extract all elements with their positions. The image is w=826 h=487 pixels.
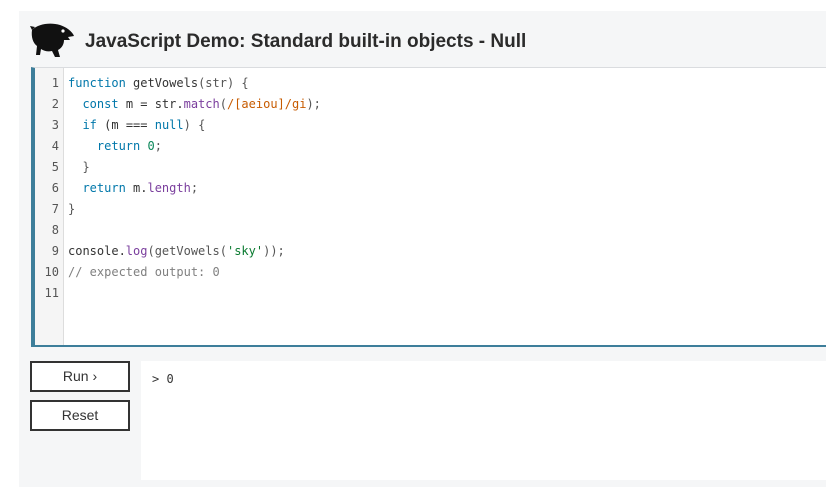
code-token: );: [306, 97, 321, 111]
code-token: (: [219, 97, 227, 111]
code-token: m.: [133, 181, 148, 195]
code-token: return: [82, 181, 134, 195]
line-number-gutter: 1 2 3 4 5 6 7 8 9 10 11: [35, 68, 64, 345]
code-token: log: [125, 244, 148, 258]
code-token: ));: [263, 244, 285, 258]
demo-frame: JavaScript Demo: Standard built-in objec…: [19, 11, 826, 487]
line-number: 9: [51, 244, 59, 258]
code-token: [68, 118, 82, 132]
code-token: m = str.: [125, 97, 184, 111]
code-line: function getVowels(str) {: [68, 73, 249, 94]
code-token: ;: [190, 181, 199, 195]
line-number: 11: [44, 286, 59, 300]
console-output: > 0: [141, 361, 826, 480]
code-token: (m ===: [104, 118, 155, 132]
line-number: 2: [51, 97, 59, 111]
code-token: ) {: [183, 118, 206, 132]
code-line: }: [68, 157, 90, 178]
code-line: const m = str.match(/[aeiou]/gi);: [68, 94, 321, 115]
code-token: return: [96, 139, 148, 153]
code-token: [68, 97, 82, 111]
code-token: getVowels: [133, 76, 199, 90]
code-token: /[aeiou]/gi: [226, 97, 307, 111]
code-area[interactable]: function getVowels(str) { const m = str.…: [68, 68, 826, 345]
code-token: const: [82, 97, 126, 111]
code-token: if: [82, 118, 105, 132]
code-line: }: [68, 199, 75, 220]
code-token: [68, 181, 82, 195]
code-token: (str) {: [198, 76, 249, 90]
code-line: if (m === null) {: [68, 115, 205, 136]
page-title: JavaScript Demo: Standard built-in objec…: [85, 31, 527, 52]
code-token: null: [154, 118, 184, 132]
line-number: 10: [44, 265, 59, 279]
code-token: 0: [147, 139, 155, 153]
line-number: 6: [51, 181, 59, 195]
line-number: 1: [51, 76, 59, 90]
code-token: }: [68, 160, 90, 174]
code-line: return m.length;: [68, 178, 198, 199]
demo-header: JavaScript Demo: Standard built-in objec…: [19, 11, 826, 66]
line-number: 8: [51, 223, 59, 237]
line-number: 7: [51, 202, 59, 216]
line-number: 4: [51, 139, 59, 153]
code-token: [68, 139, 97, 153]
code-token: 'sky': [226, 244, 264, 258]
code-token: // expected output: 0: [68, 265, 220, 279]
code-token: (getVowels(: [147, 244, 227, 258]
code-editor[interactable]: 1 2 3 4 5 6 7 8 9 10 11 function getVowels(str) { …: [31, 67, 826, 347]
dinosaur-logo-icon: [30, 23, 74, 58]
code-token: function: [68, 76, 134, 90]
code-token: ;: [154, 139, 162, 153]
code-line: // expected output: 0: [68, 262, 220, 283]
code-token: console.: [68, 244, 126, 258]
console-output-line: > 0: [152, 372, 174, 386]
line-number: 3: [51, 118, 59, 132]
code-line: console.log(getVowels('sky'));: [68, 241, 285, 262]
code-line: return 0;: [68, 136, 162, 157]
reset-button[interactable]: Reset: [30, 400, 130, 431]
code-token: }: [68, 202, 76, 216]
code-token: length: [147, 181, 191, 195]
line-number: 5: [51, 160, 59, 174]
code-token: match: [183, 97, 220, 111]
run-button[interactable]: Run ›: [30, 361, 130, 392]
